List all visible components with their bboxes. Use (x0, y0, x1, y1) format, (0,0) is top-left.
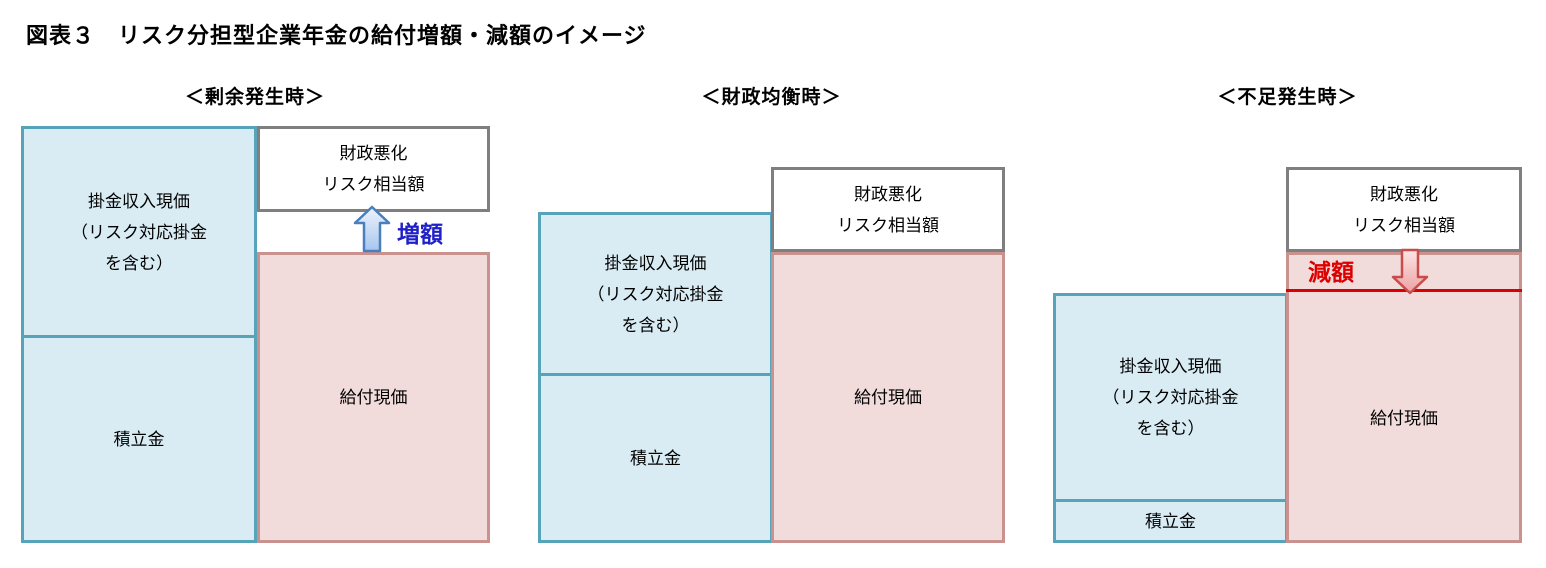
panel-shortage-header: ＜不足発生時＞ (1217, 87, 1358, 108)
figure-title: 図表３ リスク分担型企業年金の給付増額・減額のイメージ (26, 23, 647, 48)
contribution-income-cell: 掛金収入現価 （リスク対応掛金 を含む） (541, 215, 770, 376)
panel-shortage-risk-box: 財政悪化 リスク相当額 (1286, 167, 1522, 252)
reserve-fund-cell: 積立金 (113, 429, 165, 449)
panel-surplus-contribution-reserve-box: 掛金収入現価 （リスク対応掛金 を含む） 積立金 (21, 126, 257, 543)
contribution-income-cell: 掛金収入現価 （リスク対応掛金 を含む） (1056, 296, 1285, 502)
panel-surplus-risk-box: 財政悪化 リスク相当額 (257, 126, 490, 212)
panel-shortage-benefit-box: 給付現価 (1286, 252, 1522, 543)
contribution-income-cell: 掛金収入現価 （リスク対応掛金 を含む） (24, 129, 254, 338)
panel-surplus-header: ＜剰余発生時＞ (184, 87, 325, 108)
decrease-label: 減額 (1308, 259, 1354, 285)
panel-balanced-contribution-reserve-box: 掛金収入現価 （リスク対応掛金 を含む） 積立金 (538, 212, 773, 543)
increase-label: 増額 (397, 221, 443, 247)
panel-balanced-risk-box: 財政悪化 リスク相当額 (771, 167, 1005, 252)
panel-shortage-contribution-reserve-box: 掛金収入現価 （リスク対応掛金 を含む） 積立金 (1053, 293, 1288, 543)
panel-balanced-header: ＜財政均衡時＞ (701, 87, 842, 108)
panel-surplus-benefit-box: 給付現価 (257, 252, 490, 543)
increase-arrow-icon (353, 205, 391, 253)
reserve-fund-cell: 積立金 (1145, 511, 1196, 531)
reserve-fund-cell: 積立金 (630, 448, 681, 468)
reduced-benefit-level-line (1286, 289, 1522, 292)
decrease-arrow-icon (1391, 248, 1429, 295)
panel-balanced-benefit-box: 給付現価 (771, 252, 1005, 543)
